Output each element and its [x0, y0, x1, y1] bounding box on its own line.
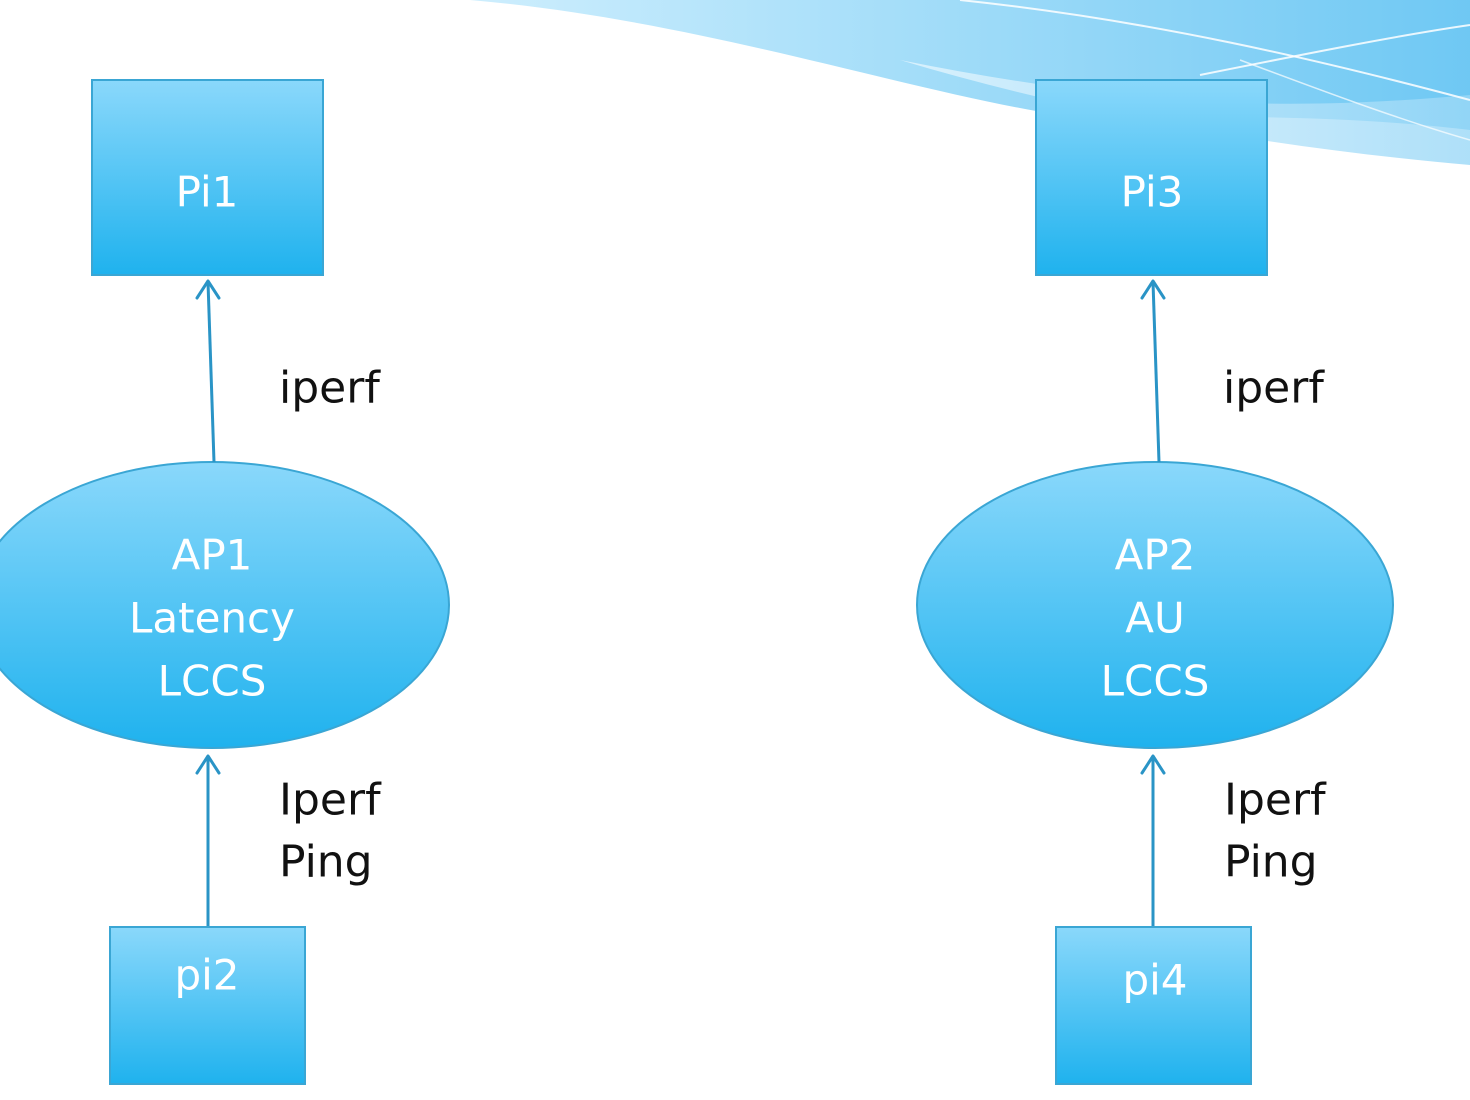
edge-label-ap2-pi3-line-1: iperf [1223, 363, 1325, 414]
decorative-swoosh [470, 0, 1470, 165]
node-pi1-label: Pi1 [176, 168, 239, 217]
node-ap2-line-2: AU [1125, 594, 1184, 643]
node-pi3-label: Pi3 [1121, 168, 1184, 217]
arrow-pi2-to-ap1 [195, 754, 221, 926]
node-ap2-line-1: AP2 [1115, 531, 1196, 580]
edge-label-pi2-ap1-line-1: Iperf [279, 775, 382, 826]
arrow-ap2-to-pi3 [1140, 279, 1166, 463]
node-ap1-line-2: Latency [129, 594, 295, 643]
edge-label-ap1-pi1-line-1: iperf [279, 363, 381, 414]
node-ap2: AP2 AU LCCS [916, 461, 1394, 749]
node-pi3: Pi3 [1035, 79, 1268, 276]
arrow-ap1-to-pi1 [195, 279, 221, 463]
edge-label-pi2-ap1-line-2: Ping [279, 837, 373, 888]
edge-label-pi4-ap2-line-1: Iperf [1224, 775, 1327, 826]
edge-label-pi4-ap2-line-2: Ping [1224, 837, 1318, 888]
node-pi1: Pi1 [91, 79, 324, 276]
node-ap2-line-3: LCCS [1101, 657, 1210, 706]
arrow-pi4-to-ap2 [1140, 754, 1166, 926]
node-ap1: AP1 Latency LCCS [0, 461, 450, 749]
node-pi4-label: pi4 [1122, 956, 1187, 1005]
node-ap1-line-3: LCCS [158, 657, 267, 706]
node-pi4: pi4 [1055, 926, 1252, 1085]
node-pi2-label: pi2 [174, 951, 239, 1000]
node-ap1-line-1: AP1 [172, 531, 253, 580]
node-pi2: pi2 [109, 926, 306, 1085]
